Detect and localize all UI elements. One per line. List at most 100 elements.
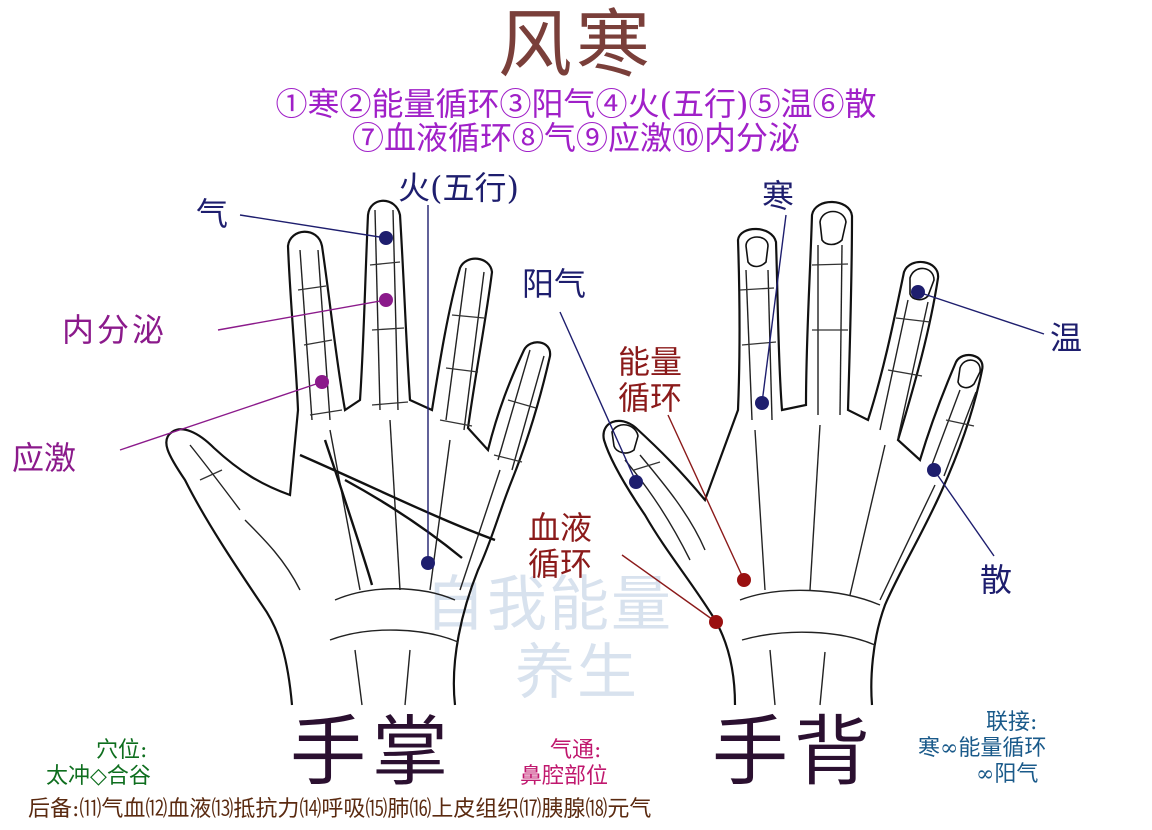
connection-line2: ∞阳气 [976,762,1039,787]
connection-line1: 寒∞能量循环 [918,736,1047,761]
caption-palm: 手掌 [290,707,454,796]
palm-finger2-bone-b [392,209,399,411]
back-metacarpal-4 [879,484,936,601]
leader-blood [621,554,717,623]
back-finger3-bone-b [897,301,929,439]
back-carpal-arc-2 [741,631,876,646]
palm-finger4-bone [497,349,531,461]
point-qi [379,231,393,245]
palm-joint-8 [445,367,479,373]
palm-finger1-bone-b [317,249,331,421]
palm-joint-5 [371,327,405,331]
leader-endocrine [217,299,387,331]
label-endocrine: 内分泌 [62,311,168,349]
back-wrist-bone-b [819,651,826,706]
back-finger3-bone [879,299,909,431]
point-endocrine [379,293,393,307]
back-metacarpal-1 [754,429,766,591]
back-joint-2 [741,341,777,346]
label-yang-qi: 阳气 [522,265,587,303]
label-disperse: 散 [980,561,1013,599]
point-energy [737,573,751,587]
back-nail-thumb [611,424,639,454]
legend-line-2: ⑦血液循环⑧气⑨应激⑩内分泌 [351,119,800,157]
back-finger4-bone [929,389,961,471]
label-cold: 寒 [762,177,795,215]
palm-thumb-bone-2 [244,519,301,591]
palm-carpal-arc [334,588,456,601]
back-joint-8 [633,461,661,471]
qi-passage-label: 气通: [550,738,602,763]
palm-finger1-bone [299,249,313,421]
back-hand-outline [602,200,984,706]
palm-joint-11 [493,454,523,463]
label-qi: 气 [196,195,229,233]
back-carpal-arc [739,589,881,606]
palm-thumb-bone-1 [189,444,241,511]
point-yang-qi [629,475,643,489]
palm-joint-12 [199,469,223,481]
palm-finger3-bone-b [463,271,485,431]
back-joint-5 [895,317,931,323]
label-warm: 温 [1050,319,1083,357]
point-stress [315,375,329,389]
point-blood [709,615,723,629]
palm-hand-outline [165,199,552,706]
caption-back: 手背 [712,707,876,796]
palm-crease-2 [323,439,374,586]
label-blood-line1: 血液 [528,509,593,547]
watermark-line2: 养生 [515,638,639,708]
leader-disperse [933,469,995,557]
back-wrist-bone-a [769,649,776,706]
palm-metacarpal-2 [389,419,401,591]
back-finger4-bone-b [943,391,977,477]
back-nail-2 [819,210,847,246]
palm-finger3-bone [445,267,467,421]
palm-joint-7 [451,314,485,319]
page-title: 风寒 [498,2,654,88]
point-disperse [927,463,941,477]
palm-joint-1 [297,285,327,291]
palm-joint-10 [507,399,537,409]
palm-joint-2 [303,339,333,346]
back-nail-4 [957,359,981,389]
palm-crease-1 [299,453,496,542]
back-joint-3 [811,263,849,266]
palm-finger4-bone-b [511,355,545,471]
leader-yang-qi [559,311,637,483]
point-cold [755,396,769,410]
leader-qi [239,214,387,239]
palm-wrist-bone-b [404,649,411,706]
legend-line-1: ①寒②能量循环③阳气④火(五行)⑤温⑥散 [275,85,877,123]
palm-joint-9 [439,419,473,427]
acupoints-value: 太冲◇合谷 [46,764,151,789]
back-thumb-bone [624,459,691,561]
leader-stress [119,381,323,451]
palm-metacarpal-4 [459,469,501,591]
point-warm [911,285,925,299]
back-joint-6 [887,369,923,377]
back-joint-7 [945,419,975,427]
label-energy-line2: 循环 [618,379,683,417]
palm-finger2-bone [374,209,381,411]
leader-warm [917,291,1045,335]
back-nail-1 [745,236,769,268]
palm-crease-3 [344,478,463,559]
label-energy-line1: 能量 [618,343,683,381]
back-thumb-bone-b [639,454,706,551]
leader-energy [667,414,745,581]
label-stress: 应激 [12,439,77,477]
palm-metacarpal-1 [329,429,361,591]
label-fire: 火(五行) [398,169,519,207]
palm-joint-3 [309,409,343,416]
back-metacarpal-3 [849,444,886,596]
palm-joint-4 [369,261,401,266]
point-fire [421,556,435,570]
leader-cold [761,214,787,404]
connection-label: 联接: [986,710,1038,735]
qi-passage-value: 鼻腔部位 [520,764,609,789]
palm-wrist-bone-a [354,649,363,706]
label-blood-line2: 循环 [528,545,593,583]
